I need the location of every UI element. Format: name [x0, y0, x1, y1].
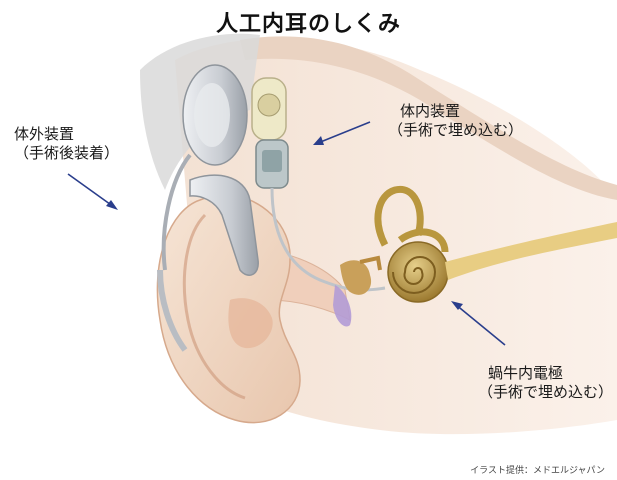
diagram-title: 人工内耳のしくみ	[0, 6, 617, 38]
illustration-credit: イラスト提供：メドエルジャパン	[470, 463, 605, 476]
arrow-external	[68, 174, 118, 210]
label-external-device: 体外装置 （手術後装着）	[14, 125, 119, 163]
label-cochlear-electrode: 蝸牛内電極 （手術で埋め込む）	[478, 364, 613, 402]
label-internal-line1: 体内装置	[388, 102, 523, 121]
label-external-line2: （手術後装着）	[14, 144, 119, 163]
label-internal-line2: （手術で埋め込む）	[388, 121, 523, 140]
label-internal-device: 体内装置 （手術で埋め込む）	[388, 102, 523, 140]
label-external-line1: 体外装置	[14, 125, 119, 144]
label-electrode-line1: 蝸牛内電極	[478, 364, 613, 383]
label-electrode-line2: （手術で埋め込む）	[478, 383, 613, 402]
